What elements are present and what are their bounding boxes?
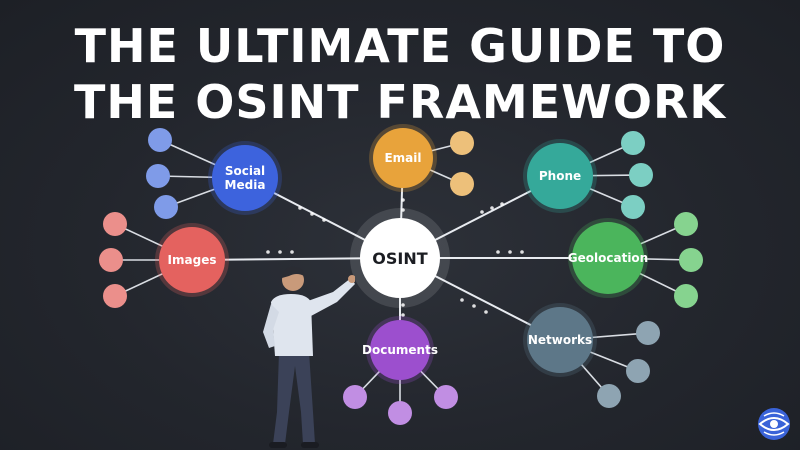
leaf-email-2 [450,172,474,196]
leaf-documents-3 [434,385,458,409]
leaf-documents-2 [388,401,412,425]
leaf-phone-3 [621,195,645,219]
leaf-circles [99,128,703,425]
accent-dot [278,250,282,254]
accent-dot [322,218,326,222]
accent-dot [460,298,464,302]
leaf-social-media-3 [154,195,178,219]
accent-dot [401,198,405,202]
leaf-images-2 [99,248,123,272]
node-label-documents: Documents [362,343,438,357]
node-label-images: Images [168,253,217,267]
figure-arm-lower [263,304,279,348]
figure-hand [348,275,355,283]
leaf-geolocation-1 [674,212,698,236]
leaf-phone-1 [621,131,645,155]
node-label-geolocation: Geolocation [568,251,648,265]
node-social-media [212,145,278,211]
eye-globe-logo-icon [758,408,790,440]
node-label-networks: Networks [528,333,592,347]
accent-dot [496,250,500,254]
leaf-networks-2 [626,359,650,383]
accent-dot [500,202,504,206]
accent-dot [520,250,524,254]
leaf-networks-1 [636,321,660,345]
accent-dot [290,250,294,254]
node-label-social-media: Media [225,178,266,192]
node-label-email: Email [384,151,421,165]
accent-dot [490,206,494,210]
leaf-email-1 [450,131,474,155]
accent-dot [484,310,488,314]
leaf-geolocation-2 [679,248,703,272]
node-geolocation [572,222,644,294]
node-label-social-media: Social [225,164,265,178]
accent-dot [266,250,270,254]
center-circle [360,218,440,298]
page-title: THE ULTIMATE GUIDE TO THE OSINT FRAMEWOR… [0,18,800,130]
figure-arm [305,278,355,316]
title-line-2: THE OSINT FRAMEWORK [73,75,727,129]
figure-hair [282,266,305,278]
center-node: OSINT [350,208,450,308]
presenter-figure [263,266,355,448]
accent-dot [298,206,302,210]
leaf-documents-1 [343,385,367,409]
leaf-images-1 [103,212,127,236]
figure-shoe-right [301,442,319,448]
leaf-images-3 [103,284,127,308]
figure-torso [271,294,313,356]
accent-dot [401,303,405,307]
node-label-phone: Phone [539,169,581,183]
accent-dot [310,212,314,216]
accent-dot [472,304,476,308]
node-phone [527,143,593,209]
figure-shoe-left [269,442,287,448]
accent-dot [401,208,405,212]
dotted-accents [266,198,524,317]
node-documents [370,320,430,380]
leaf-phone-2 [629,163,653,187]
center-label: OSINT [372,249,427,268]
accent-dot [401,313,405,317]
leaf-geolocation-3 [674,284,698,308]
node-networks [527,307,593,373]
accent-dot [508,250,512,254]
node-images [159,227,225,293]
leaf-networks-3 [597,384,621,408]
accent-dot [480,210,484,214]
node-email [373,128,433,188]
figure-legs [273,352,315,444]
title-line-1: THE ULTIMATE GUIDE TO [74,19,726,73]
leaf-social-media-2 [146,164,170,188]
leaf-social-media-1 [148,128,172,152]
